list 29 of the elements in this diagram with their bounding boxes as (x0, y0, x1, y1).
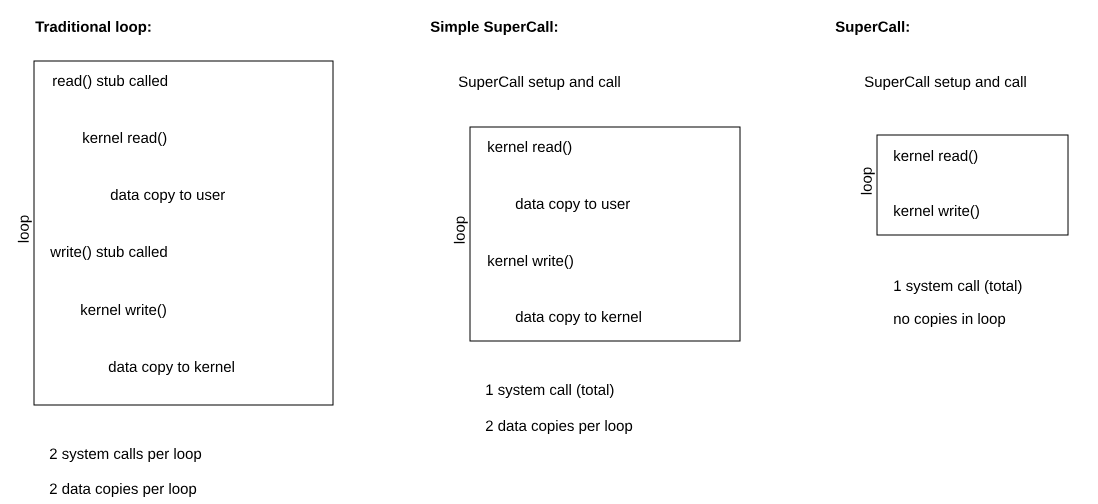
node-label: data copy to kernel (515, 311, 641, 325)
node-label: data copy to user (110, 189, 225, 203)
node-label: write() stub called (50, 246, 167, 260)
panel-title: SuperCall: (835, 21, 909, 35)
note-text: no copies in loop (894, 313, 1006, 327)
node-label: kernel write() (894, 205, 979, 219)
caption-text: SuperCall setup and call (864, 76, 1026, 90)
node-label: kernel read() (894, 150, 978, 164)
panel-title: Traditional loop: (35, 21, 151, 35)
panel-title: Simple SuperCall: (430, 21, 558, 35)
note-text: 1 system call (total) (486, 384, 614, 398)
note-text: 2 system calls per loop (49, 448, 202, 462)
node-label: kernel read() (83, 132, 167, 146)
node-label: data copy to user (515, 198, 630, 212)
loop-box: kernel read() kernel write() (876, 134, 1069, 236)
loop-box: read() stub called kernel read() data copy to user write() stub called kernel write() data copy to kernel (33, 60, 334, 406)
loop-label: loop (17, 215, 32, 243)
note-text: 2 data copies per loop (485, 420, 633, 434)
node-label: data copy to kernel (108, 361, 234, 375)
loop-label: loop (860, 167, 875, 195)
node-label: kernel read() (488, 141, 572, 155)
loop-label: loop (453, 216, 468, 244)
note-text: 2 data copies per loop (49, 483, 197, 497)
node-label: read() stub called (53, 75, 168, 89)
note-text: 1 system call (total) (894, 280, 1022, 294)
caption-text: SuperCall setup and call (458, 76, 620, 90)
node-label: kernel write() (488, 255, 573, 269)
node-label: kernel write() (81, 304, 166, 318)
loop-box: kernel read() data copy to user kernel write() data copy to kernel (469, 126, 741, 342)
